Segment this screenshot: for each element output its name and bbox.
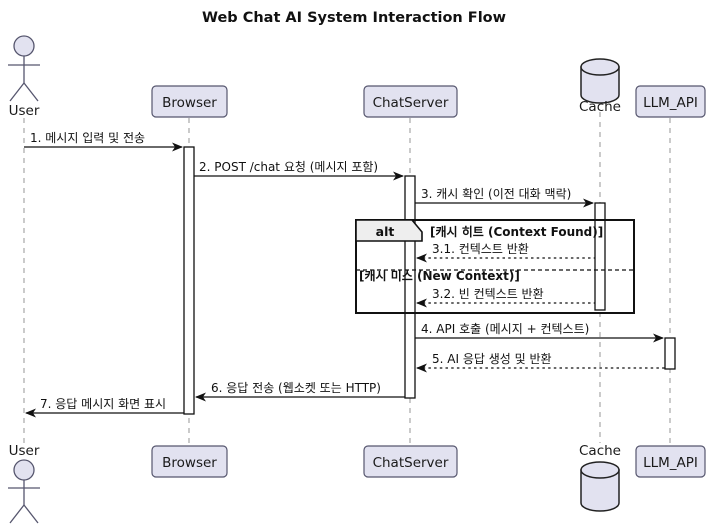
participant-box-browser-bottom[interactable] bbox=[151, 445, 228, 478]
participant-llm-api-top[interactable]: LLM_API bbox=[635, 85, 706, 118]
participant-label-user-bottom: User bbox=[9, 443, 40, 459]
message-3-1-label: 3.1. 컨텍스트 반환 bbox=[432, 242, 529, 256]
message-2-label: 2. POST /chat 요청 (메시지 포함) bbox=[199, 160, 378, 174]
database-cylinder-top-bottom bbox=[580, 461, 620, 479]
participant-browser-bottom[interactable]: Browser bbox=[151, 445, 228, 478]
message-4-label: 4. API 호출 (메시지 + 컨텍스트) bbox=[421, 322, 589, 336]
actor-leg-right bbox=[23, 82, 39, 102]
database-cylinder-top bbox=[580, 58, 620, 76]
message-3-1: 3.1. 컨텍스트 반환 bbox=[416, 242, 595, 263]
participant-browser-top[interactable]: Browser bbox=[151, 85, 228, 118]
actor-leg-left-bottom bbox=[9, 504, 25, 524]
participant-box-chatserver-bottom[interactable] bbox=[363, 445, 458, 478]
participant-label-llm-api-bottom: LLM_API bbox=[643, 455, 698, 471]
alt-condition-1: [캐시 히트 (Context Found)] bbox=[430, 224, 603, 239]
participant-box-llm-api-bottom[interactable] bbox=[635, 445, 706, 478]
activation-bar-chatserver bbox=[404, 175, 416, 399]
message-7: 7. 응답 메시지 화면 표시 bbox=[25, 397, 184, 418]
alt-fragment-outline bbox=[355, 219, 635, 314]
activation-bar-llm-api bbox=[664, 337, 676, 370]
participant-label-llm-api: LLM_API bbox=[643, 95, 698, 111]
message-5: 5. AI 응답 생성 및 반환 bbox=[416, 352, 665, 373]
database-cylinder-icon bbox=[580, 66, 620, 104]
actor-leg-right-bottom bbox=[23, 504, 39, 524]
message-3-2-label: 3.2. 빈 컨텍스트 반환 bbox=[432, 287, 544, 301]
alt-fragment: alt [캐시 히트 (Context Found)] [캐시 미스 (New … bbox=[355, 219, 635, 314]
activation-bar-browser bbox=[183, 146, 195, 415]
actor-leg-left bbox=[9, 82, 25, 102]
message-1-label: 1. 메시지 입력 및 전송 bbox=[30, 131, 145, 145]
alt-fragment-tab bbox=[355, 219, 423, 242]
participant-box-llm-api[interactable] bbox=[635, 85, 706, 118]
database-cylinder-icon-bottom bbox=[580, 469, 620, 512]
message-3-2: 3.2. 빈 컨텍스트 반환 bbox=[416, 287, 595, 308]
participant-chatserver-top[interactable]: ChatServer bbox=[363, 85, 458, 118]
message-3: 3. 캐시 확인 (이전 대화 맥락) bbox=[415, 187, 594, 208]
participant-cache-bottom[interactable]: Cache bbox=[579, 443, 621, 512]
participant-label-cache: Cache bbox=[579, 99, 621, 115]
participant-chatserver-bottom[interactable]: ChatServer bbox=[363, 445, 458, 478]
participant-llm-api-bottom[interactable]: LLM_API bbox=[635, 445, 706, 478]
message-3-label: 3. 캐시 확인 (이전 대화 맥락) bbox=[421, 187, 571, 201]
message-2: 2. POST /chat 요청 (메시지 포함) bbox=[194, 160, 404, 181]
alt-condition-2: [캐시 미스 (New Context)] bbox=[359, 268, 520, 283]
activation-bar-cache bbox=[594, 202, 606, 311]
participant-box-browser[interactable] bbox=[151, 85, 228, 118]
message-1: 1. 메시지 입력 및 전송 bbox=[24, 131, 183, 152]
participant-label-chatserver-bottom: ChatServer bbox=[373, 455, 449, 471]
page-title: Web Chat AI System Interaction Flow bbox=[202, 10, 506, 26]
message-5-label: 5. AI 응답 생성 및 반환 bbox=[432, 352, 552, 366]
participant-label-browser-bottom: Browser bbox=[162, 455, 217, 471]
message-7-label: 7. 응답 메시지 화면 표시 bbox=[40, 397, 166, 411]
actor-head-icon-bottom bbox=[13, 459, 35, 481]
participant-user-bottom[interactable]: User bbox=[8, 443, 40, 524]
participant-label-chatserver: ChatServer bbox=[373, 95, 449, 111]
participant-label-browser: Browser bbox=[162, 95, 217, 111]
participant-user-top[interactable]: User bbox=[8, 35, 40, 119]
participant-label-user: User bbox=[9, 103, 40, 119]
message-6: 6. 응답 전송 (웹소켓 또는 HTTP) bbox=[195, 381, 405, 402]
message-6-label: 6. 응답 전송 (웹소켓 또는 HTTP) bbox=[211, 381, 381, 395]
participant-cache-top[interactable]: Cache bbox=[579, 58, 621, 115]
participant-label-cache-bottom: Cache bbox=[579, 443, 621, 459]
alt-operator-label: alt bbox=[376, 224, 395, 239]
participant-box-chatserver[interactable] bbox=[363, 85, 458, 118]
actor-head-icon bbox=[13, 35, 35, 57]
message-4: 4. API 호출 (메시지 + 컨텍스트) bbox=[415, 322, 664, 343]
